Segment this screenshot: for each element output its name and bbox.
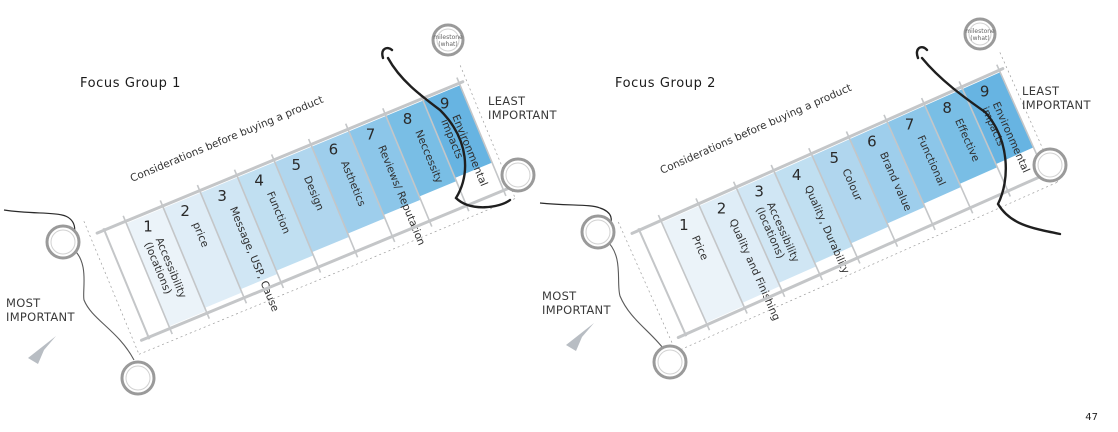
frame-tie [808, 147, 861, 264]
wheel-inner-ring [436, 28, 460, 52]
least-important-line: IMPORTANT [488, 108, 557, 122]
dashed-guide-line [617, 221, 677, 352]
frame-tie [122, 215, 173, 335]
rank-number: 9 [980, 82, 990, 100]
ink-stroke [915, 46, 1062, 236]
wheel-circle-icon [652, 344, 688, 380]
rank-number: 6 [329, 141, 339, 159]
least-important-line: LEAST [1022, 84, 1060, 98]
frame-tie [657, 214, 711, 331]
frame-tie [845, 131, 899, 248]
most-important-line: IMPORTANT [6, 310, 75, 324]
wheel-circle-icon [45, 224, 81, 260]
rank-number: 4 [254, 172, 264, 190]
wheel-circle-icon [120, 360, 156, 396]
most-important-line: IMPORTANT [542, 303, 611, 317]
rank-number: 3 [754, 183, 764, 201]
focus-group-1-diagram: Focus Group 11Accessibility(locations)2p… [3, 23, 557, 396]
rank-number: 7 [905, 116, 915, 134]
most-important-line: MOST [542, 289, 577, 303]
rank-number: 2 [180, 202, 190, 220]
frame-tie [732, 181, 786, 298]
focus-group-title: Focus Group 2 [615, 76, 716, 91]
wheel-circle-icon [580, 214, 616, 250]
rank-number: 4 [792, 166, 802, 184]
milestone-line: (what) [438, 41, 457, 48]
most-important-line: MOST [6, 296, 41, 310]
least-important-line: IMPORTANT [1022, 98, 1091, 112]
frame-tie [196, 184, 248, 304]
ink-stroke [605, 239, 667, 353]
page-number: 47 [1085, 412, 1098, 423]
frame-tie [920, 97, 974, 214]
wheel-inner-ring [50, 229, 76, 255]
rank-number: 1 [679, 216, 689, 234]
focus-group-title: Focus Group 1 [80, 76, 181, 91]
frame-tie [382, 107, 433, 227]
rank-number: 5 [292, 156, 302, 174]
rank-number: 7 [366, 125, 376, 143]
frame-tie [637, 227, 688, 337]
wheel-inner-ring [125, 365, 151, 391]
rank-number: 3 [217, 187, 227, 205]
ink-stroke [71, 247, 135, 361]
wheel-inner-ring [657, 349, 683, 375]
frame-tie [695, 198, 748, 314]
wheel-inner-ring [968, 22, 992, 46]
frame-tie [233, 169, 285, 289]
least-important-line: LEAST [488, 94, 526, 108]
frame-tie [456, 77, 507, 197]
frame-rail [630, 67, 1005, 235]
dashed-guide-line [83, 221, 140, 355]
wheel-inner-ring [1037, 152, 1063, 178]
milestone-line: milestone [965, 28, 995, 35]
rank-number: 2 [717, 199, 727, 217]
frame-tie [159, 200, 211, 320]
milestone-label: milestone(what) [433, 34, 463, 48]
frame-rail [95, 80, 465, 235]
frame-rail [140, 187, 509, 342]
milestone-line: (what) [970, 35, 989, 42]
wheel-circle-icon [1032, 147, 1068, 183]
frame-tie [270, 154, 322, 273]
ink-stroke [381, 46, 512, 209]
direction-arrow-icon [28, 336, 56, 364]
wheel-inner-ring [585, 219, 611, 245]
frame-tie [883, 114, 936, 231]
frame-tie [307, 138, 359, 258]
frame-rail [676, 171, 1051, 339]
frame-tie [770, 164, 824, 281]
wheel-circle-icon [500, 157, 536, 193]
rank-number: 8 [403, 110, 413, 128]
dashed-guide-line [999, 52, 1058, 183]
rank-number: 5 [830, 149, 840, 167]
frame-tie [102, 227, 151, 340]
frame-tie [344, 123, 396, 243]
rank-number: 1 [143, 218, 153, 236]
rank-number: 6 [867, 132, 877, 150]
wheel-inner-ring [505, 162, 531, 188]
milestone-label: milestone(what) [965, 28, 995, 42]
rank-number: 9 [440, 95, 450, 113]
rank-number: 8 [942, 99, 952, 117]
direction-arrow-icon [566, 323, 594, 351]
milestone-line: milestone [433, 34, 463, 41]
